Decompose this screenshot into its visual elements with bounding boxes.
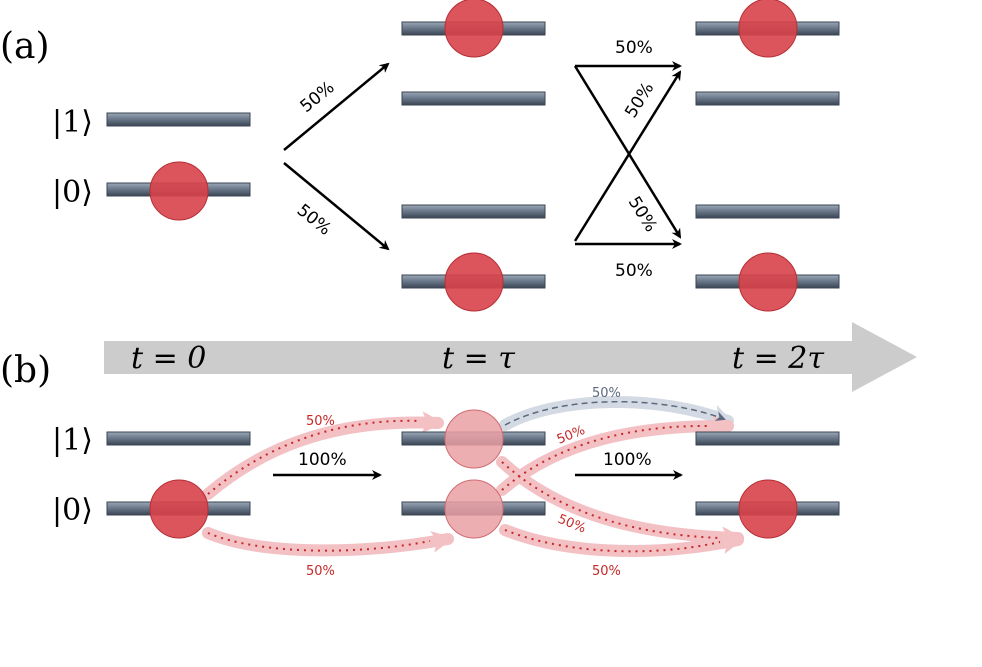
time-label-0: t = 0: [131, 341, 206, 376]
panel-a-ket-1: |1⟩: [52, 105, 93, 140]
particle: [444, 252, 504, 312]
transition-arrow: [283, 162, 390, 251]
panel-b: (b) t = 0 t = τ t = 2τ |1⟩ |0⟩: [0, 322, 917, 579]
transition-arrow: [573, 65, 682, 239]
panel-a-label: (a): [0, 26, 50, 67]
panel-a-ket-0: |0⟩: [52, 175, 93, 210]
particle: [149, 479, 209, 539]
panel-b-ket-1: |1⟩: [52, 423, 93, 458]
red-path-glow: [499, 524, 744, 557]
time-label-2tau: t = 2τ: [732, 341, 824, 376]
panel-b-ket-0: |0⟩: [52, 493, 93, 528]
particle: [738, 479, 798, 539]
particle: [149, 161, 209, 221]
red-path-glow: [202, 527, 454, 557]
red-path-trail: [207, 419, 421, 495]
probability-label: 100%: [603, 450, 652, 470]
probability-label: 50%: [306, 414, 335, 429]
panel-a: (a) |1⟩ |0⟩ 50% 50% 50% 50% 50% 5: [0, 0, 840, 312]
probability-label: 50%: [615, 261, 653, 281]
red-path-trail: [207, 532, 431, 552]
grey-path-trail: [504, 401, 726, 426]
particle-superposition: [444, 479, 504, 539]
panel-b-label: (b): [0, 350, 51, 391]
probability-label: 50%: [293, 200, 335, 239]
particle: [738, 0, 798, 58]
transition-arrow: [283, 62, 390, 151]
probability-label: 50%: [306, 564, 335, 579]
energy-level-bar: [401, 204, 546, 219]
energy-level-bar: [695, 91, 840, 106]
red-path-trail: [501, 461, 721, 539]
particle: [738, 252, 798, 312]
red-path-trail: [501, 424, 711, 491]
probability-label: 100%: [298, 450, 347, 470]
time-arrow: [104, 322, 917, 392]
probability-label: 50%: [615, 38, 653, 58]
transition-arrow: [573, 70, 682, 242]
energy-level-bar: [695, 431, 840, 446]
probability-label: 50%: [592, 386, 621, 401]
probability-label: 50%: [592, 564, 621, 579]
energy-level-bar: [106, 112, 251, 127]
energy-level-bar: [106, 431, 251, 446]
particle-superposition: [444, 409, 504, 469]
energy-level-bar: [695, 204, 840, 219]
red-path-glow: [202, 411, 444, 500]
time-label-tau: t = τ: [442, 341, 515, 376]
particle: [444, 0, 504, 58]
red-path-glow: [496, 456, 744, 549]
probability-label: 50%: [624, 193, 661, 236]
energy-level-bar: [401, 91, 546, 106]
